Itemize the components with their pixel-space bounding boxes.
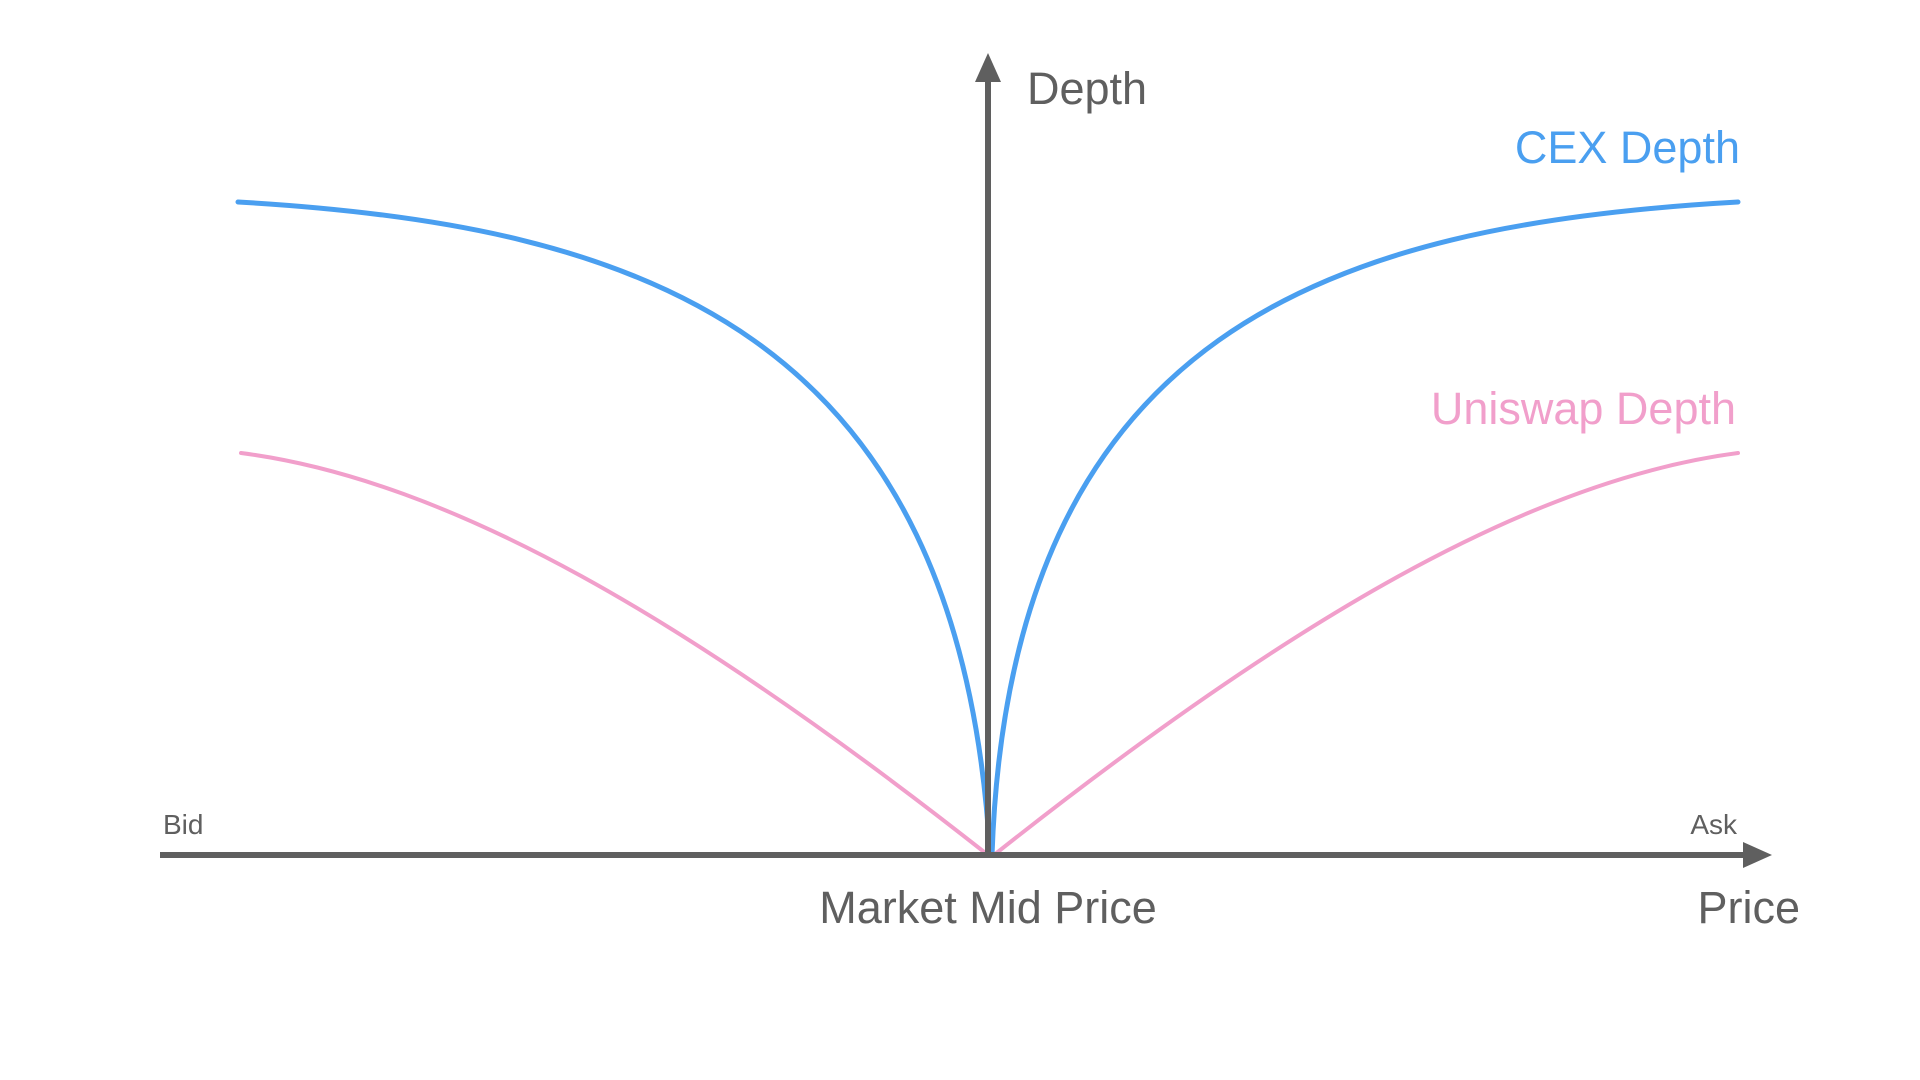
y-axis-label: Depth bbox=[1027, 63, 1147, 114]
ask-label: Ask bbox=[1690, 809, 1738, 840]
uniswap-depth-curve-bid bbox=[239, 451, 990, 857]
y-axis-arrowhead bbox=[975, 53, 1001, 82]
bid-label: Bid bbox=[163, 809, 203, 840]
uniswap-depth-label: Uniswap Depth bbox=[1431, 383, 1736, 434]
x-axis-arrowhead bbox=[1743, 842, 1772, 868]
market-mid-price-label: Market Mid Price bbox=[819, 882, 1157, 933]
cex-depth-curve-ask bbox=[989, 199, 1741, 858]
cex-depth-label: CEX Depth bbox=[1515, 122, 1740, 173]
x-axis-label: Price bbox=[1697, 882, 1800, 933]
uniswap-depth-curve-ask bbox=[992, 451, 1740, 857]
cex-depth-curve-bid bbox=[235, 199, 993, 858]
